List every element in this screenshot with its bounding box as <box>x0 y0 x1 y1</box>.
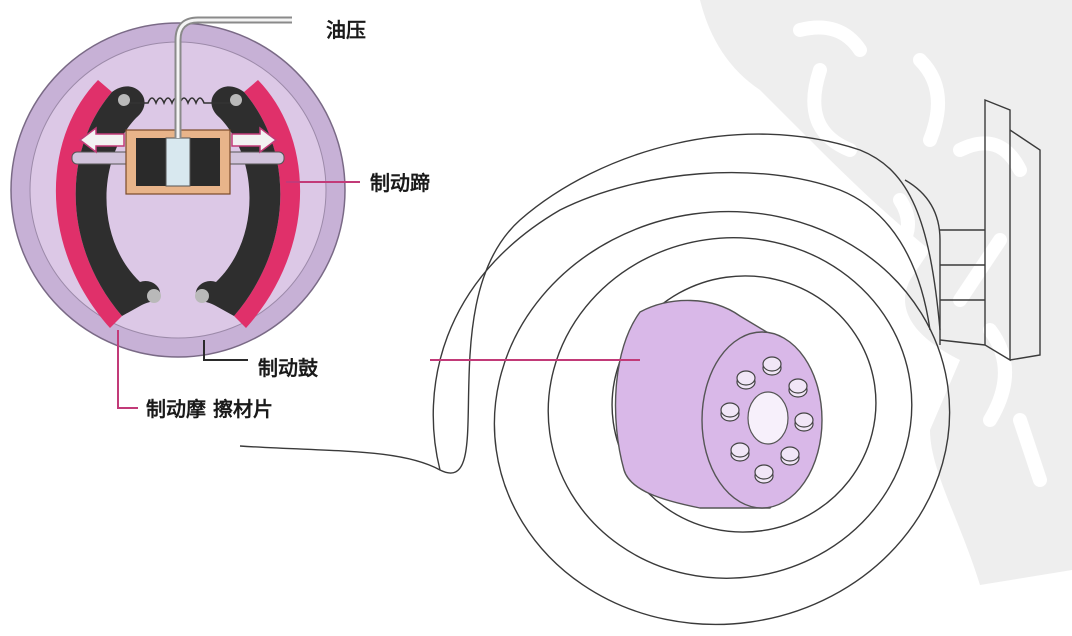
wheel-stud <box>795 413 813 431</box>
wheel-stud <box>789 379 807 397</box>
brake-cross-section <box>11 20 360 408</box>
wheel-stud <box>737 371 755 389</box>
pivot-top-right <box>230 94 242 106</box>
wheel-stud <box>781 447 799 465</box>
label-brake-drum: 制动鼓 <box>258 356 319 380</box>
label-brake-shoe: 制动蹄 <box>370 171 430 195</box>
hub-center <box>748 392 788 444</box>
wheel-stud <box>755 465 773 483</box>
label-friction-lining: 制动摩 擦材片 <box>146 397 273 421</box>
wheel-hub <box>616 300 822 508</box>
pivot-top-left <box>118 94 130 106</box>
pivot-bottom-left <box>147 289 161 303</box>
wheel-stud <box>731 443 749 461</box>
piston <box>166 138 190 186</box>
wheel-stud <box>721 403 739 421</box>
wheel-stud <box>763 357 781 375</box>
pivot-bottom-right <box>195 289 209 303</box>
label-oil-pressure: 油压 <box>326 18 366 42</box>
